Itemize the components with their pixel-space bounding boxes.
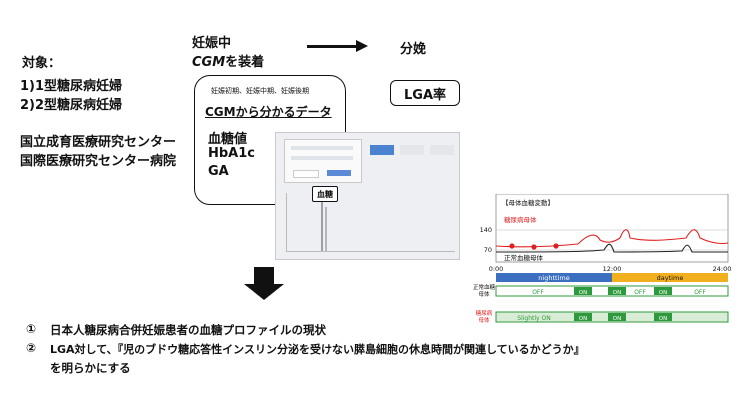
nighttime-bar [496, 273, 612, 282]
right-arrow-line [307, 45, 359, 48]
normal-on-cell [608, 287, 626, 295]
lga-box: LGA率 [390, 80, 460, 106]
diabetic-cell-text: ON [659, 316, 667, 322]
diabetic-curve-label: 糖尿病母体 [504, 215, 537, 224]
normal-cell-text: ON [659, 290, 667, 296]
app-tab [370, 145, 394, 155]
conclusion-2-continued: を明らかにする [50, 361, 131, 375]
target-title: 対象： [22, 56, 62, 71]
hypo-marker [553, 243, 559, 249]
hypo-marker [531, 244, 537, 250]
y-tick-70: 70 [484, 246, 492, 254]
diabetic-on-cell [654, 313, 672, 321]
diabetic-cell-text: ON [579, 316, 587, 322]
app-dialog-button [327, 170, 351, 176]
pregnancy-periods: 妊娠初期、妊娠中期、妊娠後期 [211, 87, 309, 95]
glucose-figure-title: 【母体血糖変動】 [502, 198, 554, 207]
daytime-label: daytime [657, 274, 684, 282]
wear-label: を装着 [225, 55, 265, 70]
pregnancy-label: 妊娠中 CGMを装着 [192, 34, 264, 72]
app-tab [430, 145, 454, 155]
diabetic-cell-text: ON [613, 316, 621, 322]
target-item-type1: 1)1型糖尿病妊婦 [20, 79, 123, 94]
measure-hba1c: HbA1c [208, 146, 255, 161]
conclusion-1-number: ① [26, 322, 37, 336]
diabetic-on-cell [574, 313, 592, 321]
normal-curve-label: 正常血糖母体 [504, 253, 544, 262]
normal-cell-text: OFF [694, 289, 706, 296]
diabetic-curve [495, 229, 729, 248]
app-dialog-button [293, 170, 319, 178]
nighttime-label: nighttime [538, 274, 569, 282]
glucose-figure: 【母体血糖変動】 140 70 糖尿病母体 正常血糖母体 0:00 12:00 … [473, 194, 732, 324]
diabetic-row-label-1: 糖尿病 [476, 309, 493, 317]
measure-blood-glucose: 血糖値 [208, 132, 248, 147]
normal-on-cell [654, 287, 672, 295]
normal-cell-text: ON [613, 290, 621, 296]
daytime-bar [612, 273, 728, 282]
conclusion-2-text: LGA対して、『児のブドウ糖応答性インスリン分泌を受けない膵島細胞の休息時間が関… [50, 343, 585, 356]
normal-row-label-1: 正常血糖 [473, 283, 496, 291]
x-tick-2400: 24:00 [713, 265, 732, 273]
diabetic-on-cell [608, 313, 626, 321]
birth-label: 分娩 [400, 42, 427, 57]
y-tick-140: 140 [480, 226, 492, 234]
glucose-plot-frame [495, 194, 729, 263]
blood-glucose-label: 血糖 [312, 186, 338, 202]
measure-ga: GA [208, 164, 229, 179]
app-tab [400, 145, 424, 155]
app-screenshot [275, 132, 460, 260]
institution-2: 国際医療研究センター病院 [20, 154, 177, 169]
app-dialog-field [291, 146, 353, 150]
conclusion-2-number: ② [26, 341, 37, 355]
x-tick-1200: 12:00 [603, 265, 622, 273]
x-tick-0000: 0:00 [489, 265, 504, 273]
hypo-marker [509, 243, 515, 249]
app-chart-area [286, 193, 455, 252]
app-dialog [284, 139, 362, 183]
app-chart-spike [321, 195, 323, 251]
down-arrow-head-icon [244, 284, 284, 300]
target-item-type2: 2)2型糖尿病妊婦 [20, 98, 123, 113]
normal-cell-text: ON [579, 290, 587, 296]
right-arrow-head-icon [356, 40, 368, 52]
normal-on-cell [574, 287, 592, 295]
cgm-data-title: CGMから分かるデータ [205, 105, 332, 119]
conclusion-1-text: 日本人糖尿病合併妊娠患者の血糖プロファイルの現状 [50, 323, 326, 337]
institution-1: 国立成育医療研究センター [20, 135, 177, 150]
app-chart-spike [325, 207, 327, 251]
diabetic-row-label-2: 母体 [478, 316, 490, 324]
normal-cell-text: OFF [634, 289, 646, 296]
pregnancy-line1: 妊娠中 [192, 36, 232, 51]
normal-cell-text: OFF [532, 289, 544, 296]
app-dialog-field [291, 156, 353, 160]
normal-curve [495, 243, 728, 253]
cgm-italic: CGM [192, 55, 226, 70]
diabetic-cell-text: Slightly ON [517, 315, 550, 322]
normal-row-label-2: 母体 [478, 290, 490, 298]
down-arrow-body [254, 267, 274, 285]
